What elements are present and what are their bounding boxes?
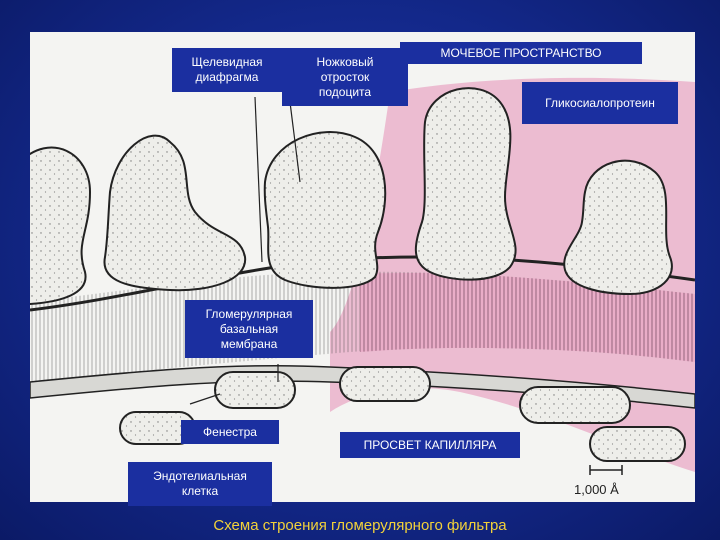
- label-foot-process: Ножковый отросток подоцита: [282, 48, 408, 106]
- foot-process-2: [104, 136, 245, 291]
- foot-process-4: [416, 88, 516, 280]
- nucleus-4: [520, 387, 630, 423]
- nucleus-3: [340, 367, 430, 401]
- scale-bar: [590, 465, 622, 475]
- label-slit-diaphragm: Щелевидная диафрагма: [172, 48, 282, 92]
- scale-bar-label: 1,000 Å: [574, 482, 619, 497]
- nucleus-1: [215, 372, 295, 408]
- label-fenestra: Фенестра: [181, 420, 279, 444]
- label-urinary-space: МОЧЕВОЕ ПРОСТРАНСТВО: [400, 42, 642, 64]
- nucleus-5: [590, 427, 685, 461]
- label-endothelial-cell: Эндотелиальная клетка: [128, 462, 272, 506]
- label-glycosialoprotein: Гликосиалопротеин: [522, 82, 678, 124]
- label-gbm: Гломерулярная базальная мембрана: [185, 300, 313, 358]
- foot-process-3: [265, 132, 385, 288]
- foot-process-1: [30, 148, 90, 304]
- label-capillary-lumen: ПРОСВЕТ КАПИЛЛЯРА: [340, 432, 520, 458]
- figure-caption: Схема строения гломерулярного фильтра: [0, 517, 720, 534]
